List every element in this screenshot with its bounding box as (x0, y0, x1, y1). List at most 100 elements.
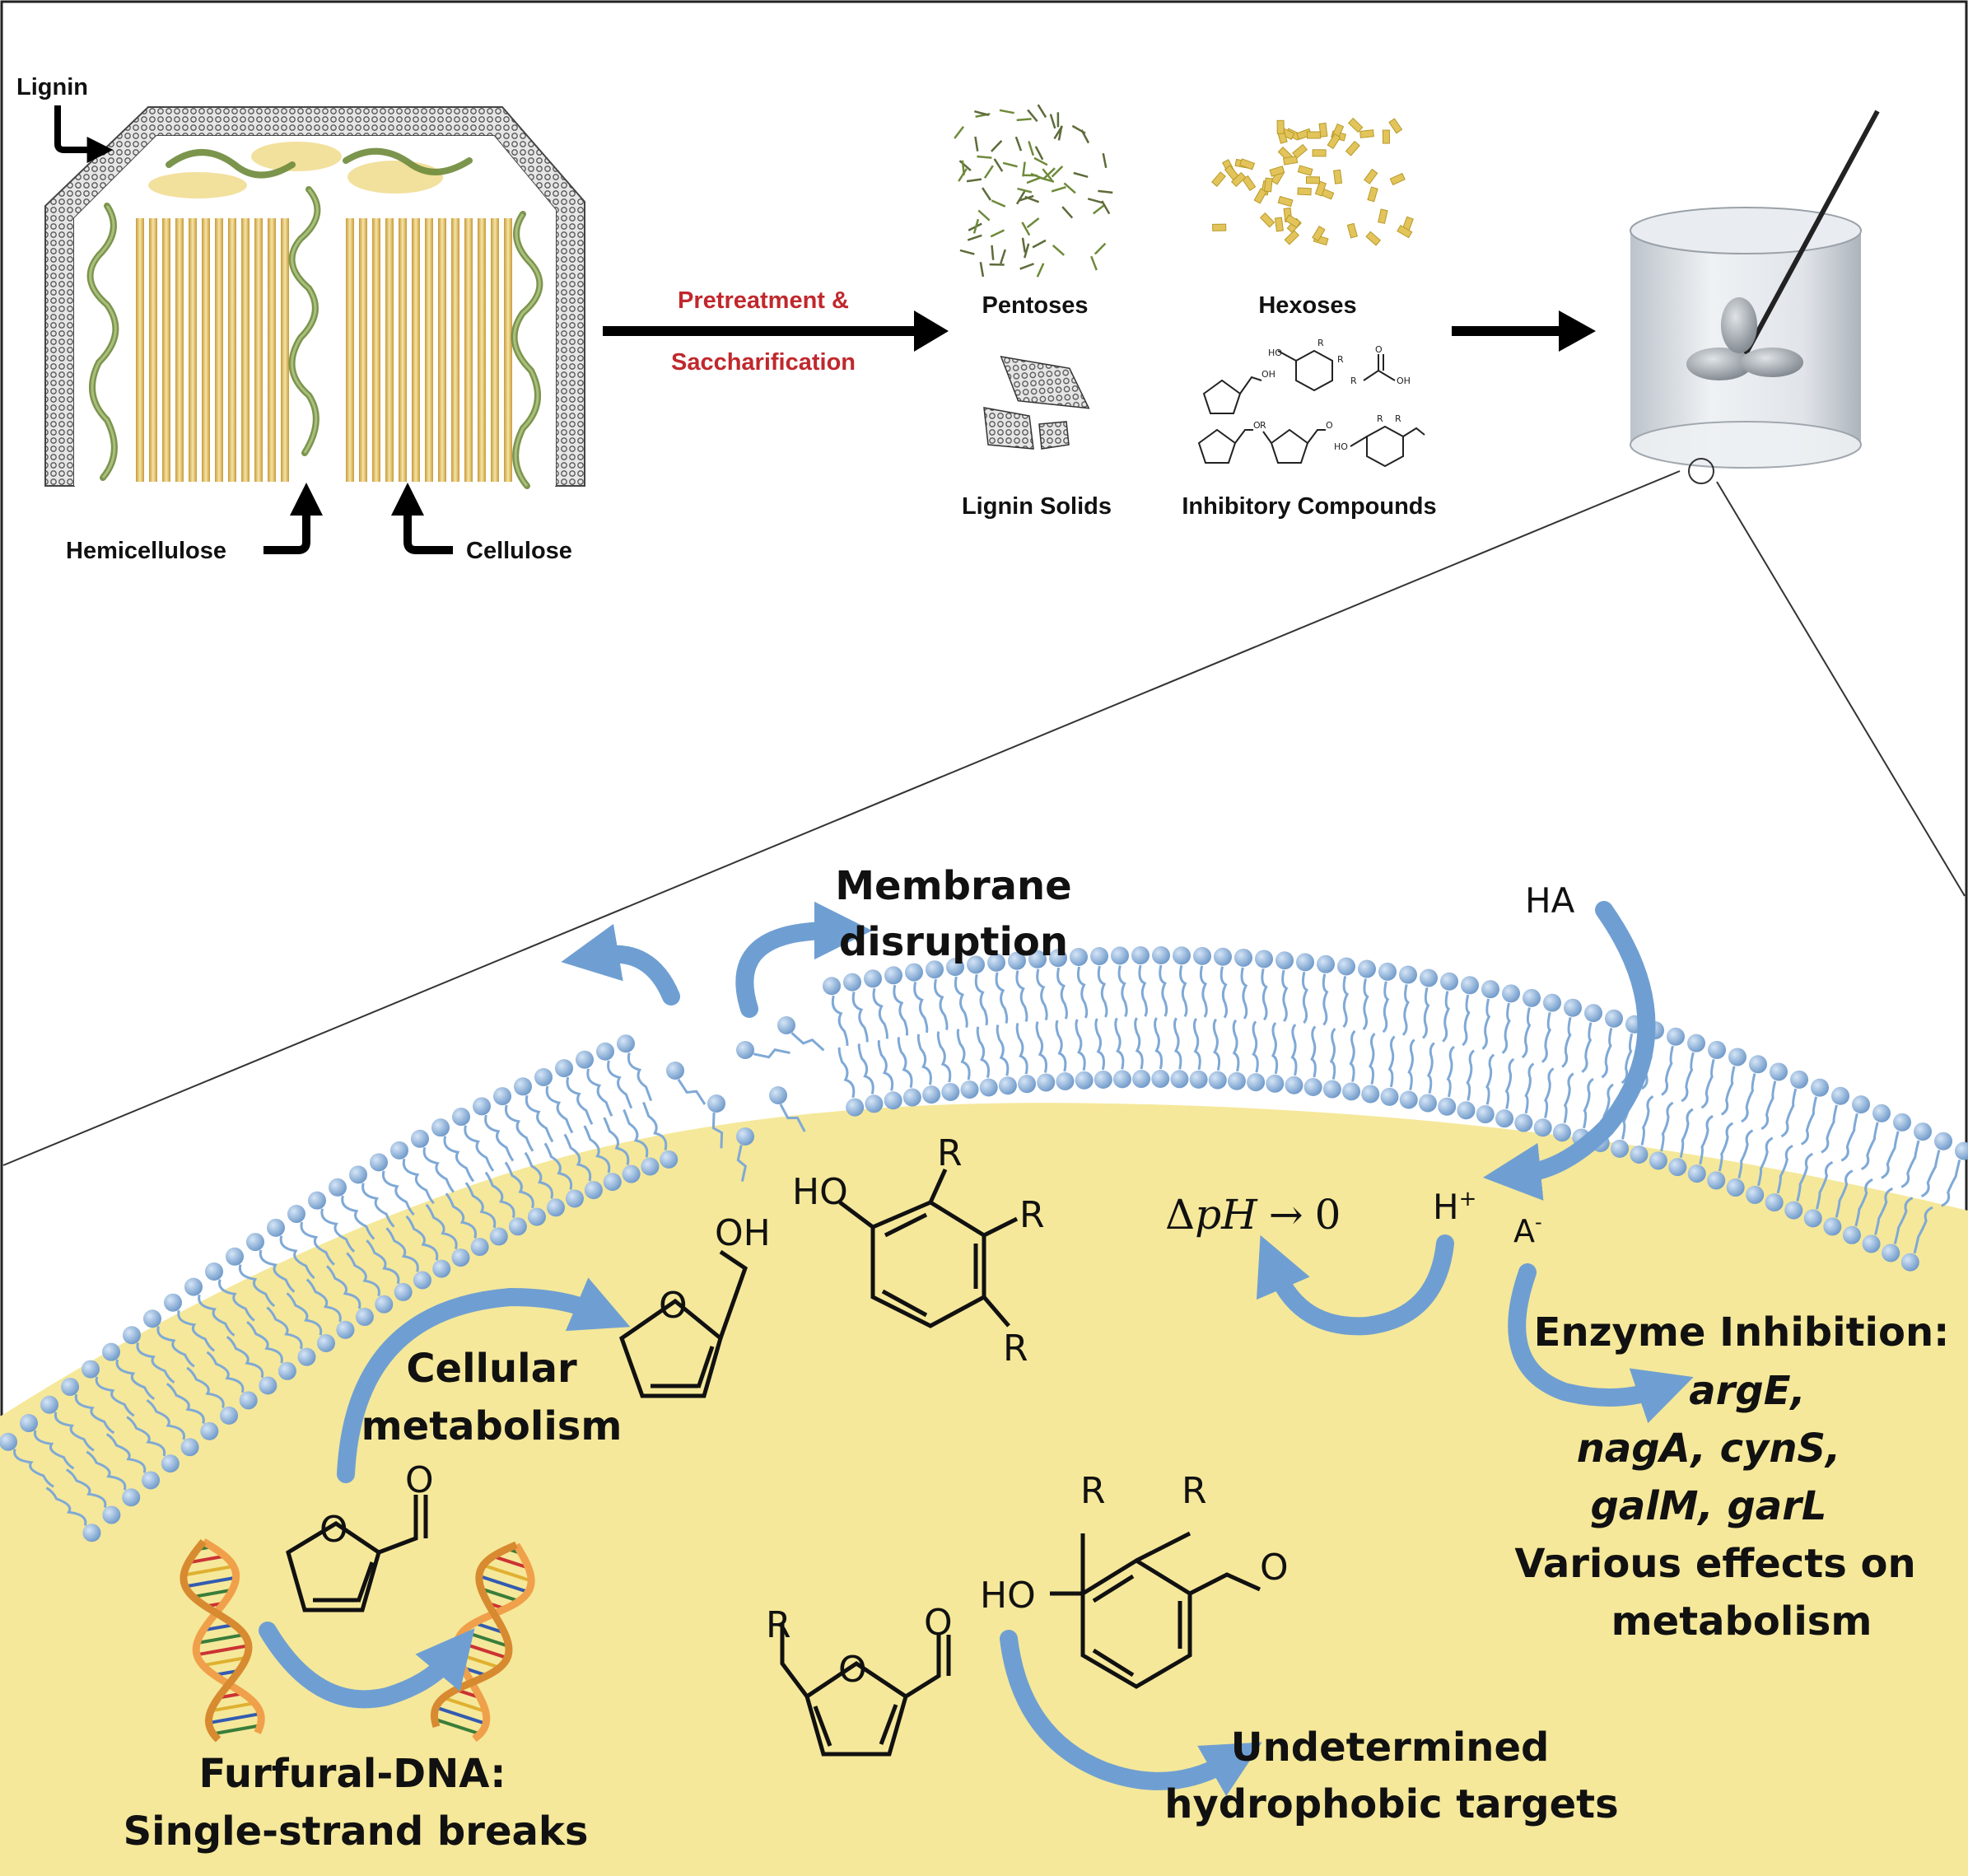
lipid-head (205, 1262, 223, 1281)
lipid-head (1208, 1071, 1227, 1090)
enzyme-inhibition-block: Enzyme Inhibition: argE, nagA, cynS, gal… (1514, 1309, 1949, 1645)
lipid-tail (1544, 1067, 1555, 1118)
lipid-head (1564, 998, 1582, 1017)
lipid-head (1726, 1178, 1745, 1197)
cellulose-fiber (478, 218, 486, 482)
svg-text:R: R (1377, 413, 1383, 424)
pentose-particle (1030, 172, 1046, 180)
lipid-head (1823, 1217, 1842, 1236)
lipid-head (1255, 950, 1273, 968)
lipid-tail (623, 1108, 649, 1158)
hexose-particle (1297, 165, 1313, 176)
lipid-tail (1466, 1049, 1476, 1101)
lipid-tail (1481, 998, 1491, 1050)
lipid-tail (1462, 994, 1471, 1047)
lipid-tail (1699, 1114, 1714, 1165)
lipid-tail (1661, 1045, 1674, 1096)
svg-text:R: R (1003, 1328, 1028, 1370)
lipid-tail (300, 1221, 335, 1266)
lipid-head (1831, 1086, 1849, 1105)
pentoses-label: Pentoses (982, 292, 1089, 319)
lipid-tail (1407, 1038, 1415, 1090)
lipid-tail (266, 1306, 303, 1350)
cellulose-fiber (189, 218, 197, 482)
pentose-particles (954, 104, 1113, 278)
lipid-head (1193, 946, 1211, 965)
lipid-tail (1290, 1024, 1298, 1076)
hexose-particle (1224, 165, 1239, 181)
lipid-head (1112, 1070, 1131, 1089)
lipid-tail (443, 1136, 475, 1183)
hexose-particle (1211, 171, 1226, 187)
lipid-head (946, 958, 964, 977)
hexose-particle (1389, 172, 1406, 186)
lipid-tail (974, 973, 988, 1026)
lipid-head (884, 966, 902, 985)
cellulose-fiber (136, 218, 144, 482)
lipid-tail (402, 1158, 435, 1205)
lipid-head (967, 955, 985, 974)
pentose-particle (977, 155, 992, 159)
lipid-tail (1893, 1197, 1914, 1244)
biomass-structure (44, 106, 585, 489)
svg-text:HO: HO (1334, 441, 1348, 452)
lipid-tail (95, 1376, 135, 1417)
lipid-tail (484, 1114, 515, 1162)
lipid-head (143, 1309, 161, 1328)
lipid-head (1765, 1193, 1784, 1212)
cellulose-fiber (464, 218, 473, 482)
lipid-head (1914, 1122, 1932, 1141)
lipid-tail (1874, 1187, 1894, 1235)
pentose-particle (1033, 156, 1048, 166)
lipid-tail (1913, 1206, 1933, 1254)
anion-arrow (1508, 1263, 1694, 1424)
lipid-head (865, 1094, 884, 1113)
lipid-tail (1741, 1073, 1756, 1123)
lipid-tail (405, 1215, 439, 1261)
lipid-tail (206, 1351, 245, 1393)
lipid-tail (1421, 987, 1430, 1039)
bioreactor (1630, 110, 1880, 484)
lipid-tail (1076, 966, 1089, 1019)
lipid-tail (1015, 1022, 1028, 1075)
lignin-solids-label: Lignin Solids (962, 493, 1112, 520)
lipid-head (1461, 976, 1479, 995)
lipid-tail (246, 1320, 283, 1364)
lipid-tail (837, 1047, 856, 1099)
furfural-o-ring: O (319, 1509, 348, 1551)
pentose-particle (1027, 109, 1038, 123)
lipid-tail (286, 1292, 323, 1336)
lignin-arrow (54, 105, 114, 163)
pentose-particle (1037, 104, 1047, 119)
lipid-tail (1563, 1072, 1574, 1123)
hexose-particle (1397, 224, 1413, 239)
lipid-head (1296, 953, 1314, 972)
lipid-head (1275, 951, 1294, 970)
hexose-particle (1388, 118, 1403, 134)
lipid-head (902, 1088, 921, 1107)
pentose-particle (966, 178, 982, 183)
hexose-particle (1259, 212, 1275, 228)
hexose-particle (1269, 166, 1285, 177)
base-pair (188, 1554, 226, 1565)
lignin-label: Lignin (16, 74, 88, 100)
hexose-particle (1212, 223, 1227, 231)
cellulose-fiber (359, 218, 367, 482)
lipid-head (297, 1347, 316, 1366)
lipid-tail (996, 1024, 1010, 1076)
pentose-particle (1036, 263, 1045, 278)
lipid-head (451, 1248, 470, 1267)
lipid-head (1611, 1139, 1630, 1158)
lipid-tail (1232, 1019, 1240, 1072)
furfural-dna-line1: Furfural-DNA: (199, 1751, 506, 1797)
pentose-particle (1026, 217, 1040, 229)
inhibitory-compounds-graphic (1197, 349, 1425, 468)
ph-collapse-label: ΔpH→0 (1165, 1191, 1341, 1239)
lipid-tail (1780, 1088, 1798, 1138)
lipid-head (1418, 1094, 1437, 1113)
lipid-head (142, 1471, 161, 1490)
lipid-head (432, 1259, 451, 1278)
metabolism-arrow (337, 1277, 631, 1483)
lipid-head (1247, 1073, 1266, 1092)
lipid-tail (586, 1068, 613, 1117)
